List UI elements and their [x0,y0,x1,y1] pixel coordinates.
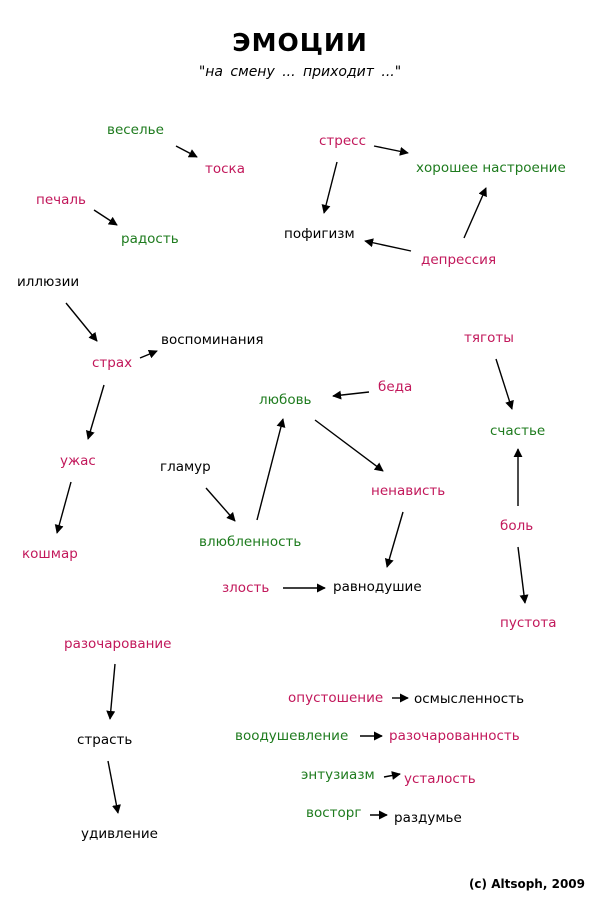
emotion-vooodushevlenie: воодушевление [235,728,349,744]
emotion-toska: тоска [205,161,245,177]
emotion-entuziazm: энтузиазм [301,767,375,783]
emotion-vesele: веселье [107,122,164,138]
emotion-udivlenie: удивление [81,826,158,842]
arrow-depressiya-pofigizm [364,238,412,252]
emotion-pustota: пустота [500,615,557,631]
emotion-beda: беда [378,379,413,395]
emotion-osmyslennost: осмысленность [414,691,525,707]
arrow-pechal-radost [93,209,118,226]
emotion-ravnodushie: равнодушие [333,579,422,595]
arrow-stress-horoshee [373,145,409,156]
emotion-bol: боль [500,518,534,534]
arrow-strah-uzhas [85,384,105,440]
arrow-depressiya-horoshee [463,187,487,239]
emotion-ustalost: усталость [404,771,476,787]
arrow-glamur-vlyublennost [205,487,236,522]
copyright: (c) Altsoph, 2009 [468,877,585,891]
emotion-pofigizm: пофигизм [284,226,355,242]
emotion-schaste: счастье [490,423,546,439]
emotion-opustoshenie: опустошение [288,690,384,706]
arrow-vlyublennost-lyubov [256,418,286,521]
emotion-razocharovanie: разочарование [64,636,172,652]
emotion-zlost: злость [222,580,270,596]
emotion-razocharovannost: разочарованность [389,728,520,744]
emotion-strah: страх [92,355,133,371]
arrow-stress-pofigizm [321,161,338,214]
arrow-vesele-toska [175,145,198,158]
arrow-entuziazm-ustalost [383,771,401,780]
emotion-nenavist: ненависть [371,483,446,499]
arrow-strast-udivlenie [107,760,121,814]
emotion-stress: стресс [319,133,367,149]
emotion-koshmar: кошмар [22,546,78,562]
arrow-illyuzii-strah [65,302,98,342]
arrow-strah-vospominaniya [139,349,158,359]
emotion-horoshee-nastroenie: хорошее настроение [416,160,566,176]
diagram-title: ЭМОЦИИ [232,28,368,57]
arrow-tyagoty-schaste [495,358,514,410]
emotion-radost: радость [121,231,179,247]
emotion-strast: страсть [77,732,133,748]
diagram-subtitle: "на смену ... приходит ..." [198,64,402,80]
arrow-uzhas-koshmar [54,481,72,534]
arrow-nenavist-ravnodushie [384,511,404,568]
emotion-illyuzii: иллюзии [17,274,80,290]
emotion-tyagoty: тяготы [464,330,514,346]
arrow-razocharovanie-strast [106,663,116,720]
emotion-pechal: печаль [36,192,86,208]
emotion-razdume: раздумье [394,810,462,826]
emotion-depressiya: депрессия [421,252,497,268]
emotion-glamur: гламур [160,459,211,475]
emotion-lyubov: любовь [259,392,312,408]
emotion-uzhas: ужас [60,453,96,469]
arrow-lyubov-nenavist [314,419,384,472]
emotion-vlyublennost: влюбленность [199,534,302,550]
emotion-vostorg: восторг [306,805,362,821]
emotion-vospominaniya: воспоминания [161,332,264,348]
arrow-bol-pustota [517,546,529,604]
arrow-beda-lyubov [332,390,370,400]
